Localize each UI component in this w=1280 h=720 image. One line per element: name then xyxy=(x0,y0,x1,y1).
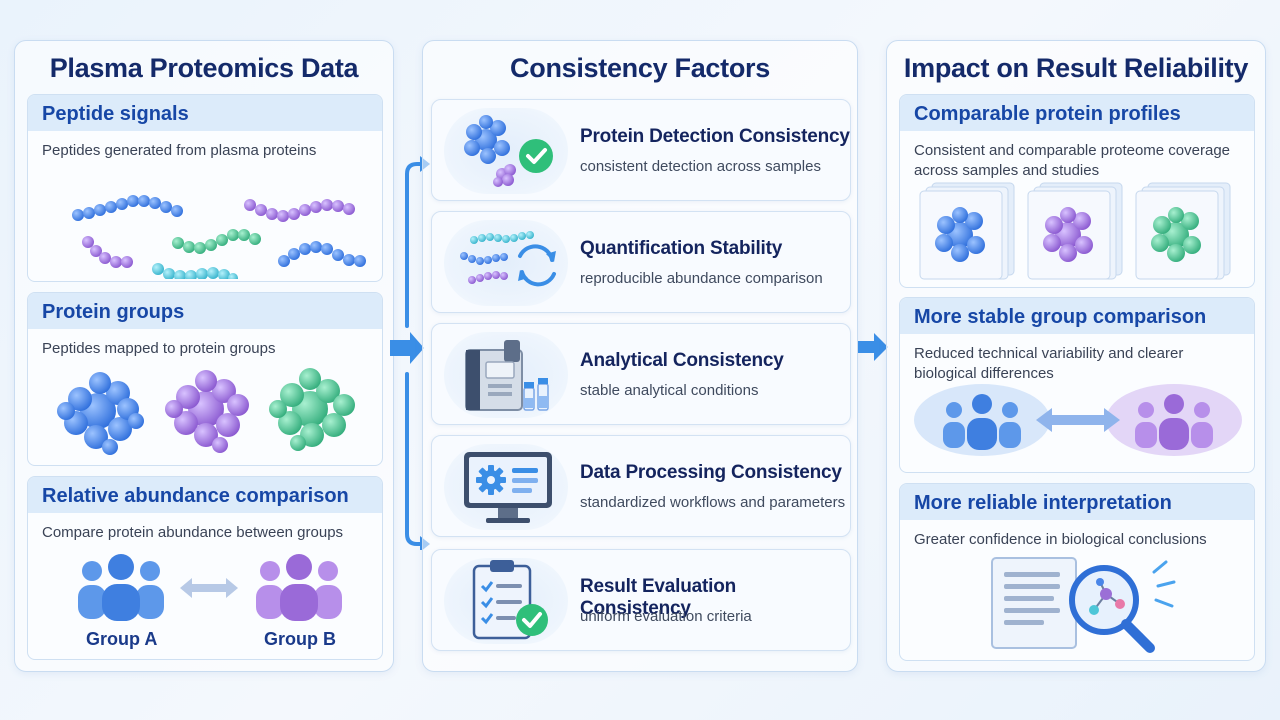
group-b-people-icon xyxy=(256,554,342,621)
mass-spectrometer-icon xyxy=(465,340,549,411)
monitor-gear-icon xyxy=(464,452,552,523)
group-a-people-icon xyxy=(78,554,164,621)
abundance-comparison-title: Relative abundance comparison xyxy=(28,477,382,513)
peptide-signals-desc: Peptides generated from plasma proteins xyxy=(42,142,317,159)
protein-groups-card: Protein groups Peptides mapped to protei… xyxy=(27,292,383,466)
factor-protein-detection-desc: consistent detection across samples xyxy=(580,158,821,175)
factor-analytical: Analytical Consistency stable analytical… xyxy=(431,323,851,425)
stable-group-card: More stable group comparison Reduced tec… xyxy=(899,297,1255,473)
document-magnifier-icon xyxy=(991,557,1176,653)
factor-protein-detection: Protein Detection Consistency consistent… xyxy=(431,99,851,201)
factor-protein-detection-title: Protein Detection Consistency xyxy=(580,126,850,147)
reliable-interpretation-title: More reliable interpretation xyxy=(900,484,1254,520)
comparable-profiles-desc: Consistent and comparable proteome cover… xyxy=(914,142,1231,180)
protein-groups-title: Protein groups xyxy=(28,293,382,329)
factor-quantification-stability-title: Quantification Stability xyxy=(580,238,783,259)
group-b-label: Group B xyxy=(264,629,336,649)
clipboard-check-icon xyxy=(472,560,548,640)
peptide-signals-card: Peptide signals Peptides generated from … xyxy=(27,94,383,282)
protein-clusters-icon xyxy=(57,368,355,455)
branch-arrows-connector xyxy=(390,156,430,550)
reliable-interpretation-desc: Greater confidence in biological conclus… xyxy=(914,531,1207,548)
factor-data-processing-title: Data Processing Consistency xyxy=(580,462,842,483)
factor-data-processing-desc: standardized workflows and parameters xyxy=(580,494,846,511)
abundance-comparison-card: Relative abundance comparison Compare pr… xyxy=(27,476,383,660)
group-comparison-icon xyxy=(914,384,1242,456)
abundance-comparison-desc: Compare protein abundance between groups xyxy=(42,524,344,541)
consistency-panel: Consistency Factors Protein Detection Co… xyxy=(422,40,858,672)
impact-panel-title: Impact on Result Reliability xyxy=(903,53,1249,83)
peptide-chains-icon xyxy=(72,195,366,279)
group-a-label: Group A xyxy=(86,629,158,649)
refresh-cycle-icon xyxy=(460,231,556,287)
impact-panel: Impact on Result Reliability Comparable … xyxy=(886,40,1266,672)
factor-analytical-title: Analytical Consistency xyxy=(580,350,784,371)
stable-group-desc: Reduced technical variability and cleare… xyxy=(914,345,1184,383)
right-arrow-connector xyxy=(858,333,888,361)
factor-result-evaluation-title: Result Evaluation Consistency xyxy=(580,576,737,619)
peptide-signals-title: Peptide signals xyxy=(28,95,382,131)
factor-quantification-stability-desc: reproducible abundance comparison xyxy=(580,270,823,287)
consistency-panel-title: Consistency Factors xyxy=(510,53,770,83)
factor-analytical-desc: stable analytical conditions xyxy=(580,382,759,399)
protein-profile-cards-icon xyxy=(919,182,1231,280)
factor-data-processing: Data Processing Consistency standardized… xyxy=(431,435,851,537)
input-panel: Plasma Proteomics Data Peptide signals P… xyxy=(14,40,394,672)
factor-result-evaluation: Result Evaluation Consistency uniform ev… xyxy=(431,549,851,651)
reliable-interpretation-card: More reliable interpretation Greater con… xyxy=(899,483,1255,661)
double-arrow-icon xyxy=(180,578,238,598)
comparable-profiles-card: Comparable protein profiles Consistent a… xyxy=(899,94,1255,288)
protein-groups-desc: Peptides mapped to protein groups xyxy=(42,340,276,357)
factor-result-evaluation-desc: uniform evaluation criteria xyxy=(580,608,752,625)
protein-check-icon xyxy=(464,115,553,187)
input-panel-title: Plasma Proteomics Data xyxy=(49,53,359,83)
comparable-profiles-title: Comparable protein profiles xyxy=(900,95,1254,131)
stable-group-title: More stable group comparison xyxy=(900,298,1254,334)
factor-quantification-stability: Quantification Stability reproducible ab… xyxy=(431,211,851,313)
